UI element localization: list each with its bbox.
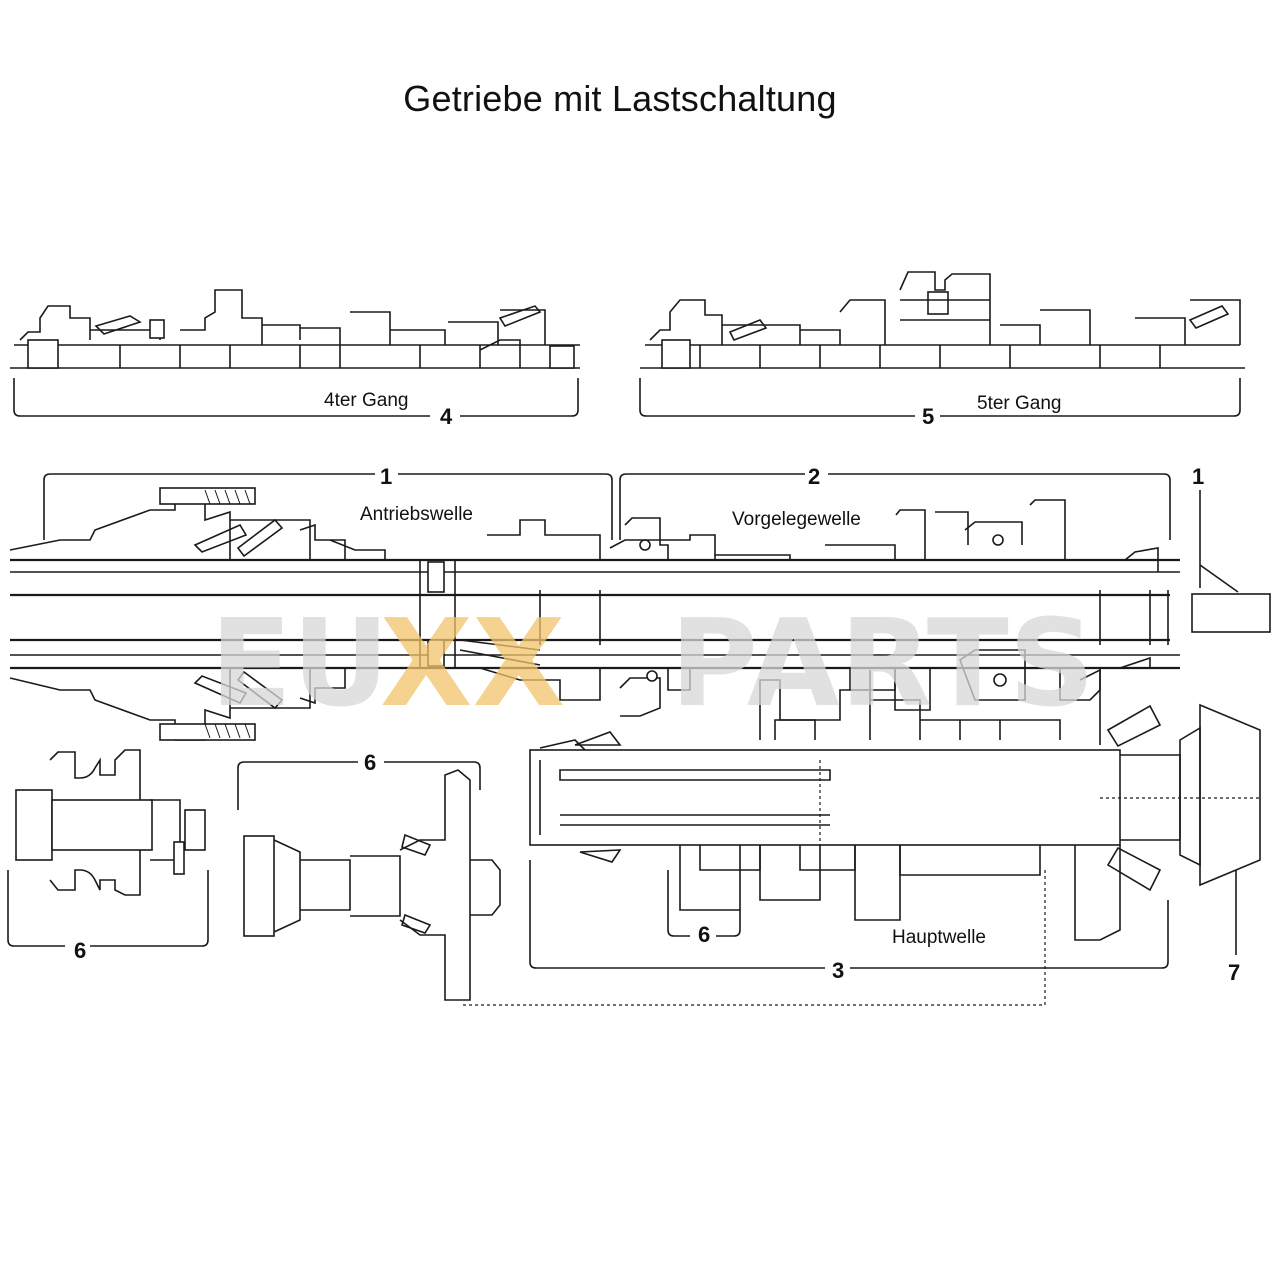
callout-5: 5 <box>922 404 934 429</box>
watermark-eu: EU <box>210 595 389 734</box>
gear4-assembly: 4ter Gang 4 <box>10 289 580 429</box>
gear4-label: 4ter Gang <box>324 390 409 411</box>
callout-6-left: 6 <box>74 938 86 963</box>
part6-middle: 6 <box>237 750 501 1001</box>
callout-7: 7 <box>1228 960 1240 985</box>
watermark: EU XX PARTS <box>210 595 1095 734</box>
antriebswelle-label: Antriebswelle <box>360 504 473 525</box>
callout-6-inner: 6 <box>698 922 710 947</box>
gear5-assembly: 5ter Gang 5 <box>639 271 1245 429</box>
callout-1-left: 1 <box>380 464 392 489</box>
section-brackets: 1 2 1 <box>43 464 1239 593</box>
page-title: Getriebe mit Lastschaltung <box>403 78 837 119</box>
callout-2: 2 <box>808 464 820 489</box>
watermark-xx: XX <box>380 595 565 734</box>
part6-left: 6 <box>7 749 209 963</box>
callout-3: 3 <box>832 958 844 983</box>
vorgelegewelle-label: Vorgelegewelle <box>732 509 861 530</box>
main-shafts <box>9 487 1271 741</box>
callout-6-mid: 6 <box>364 750 376 775</box>
watermark-parts: PARTS <box>670 595 1095 734</box>
gear5-label: 5ter Gang <box>977 393 1062 414</box>
hauptwelle-label: Hauptwelle <box>892 927 986 948</box>
callout-4: 4 <box>440 404 453 429</box>
callout-1-right: 1 <box>1192 464 1204 489</box>
hauptwelle-assembly: 6 3 Hauptwelle 7 <box>460 668 1261 1006</box>
